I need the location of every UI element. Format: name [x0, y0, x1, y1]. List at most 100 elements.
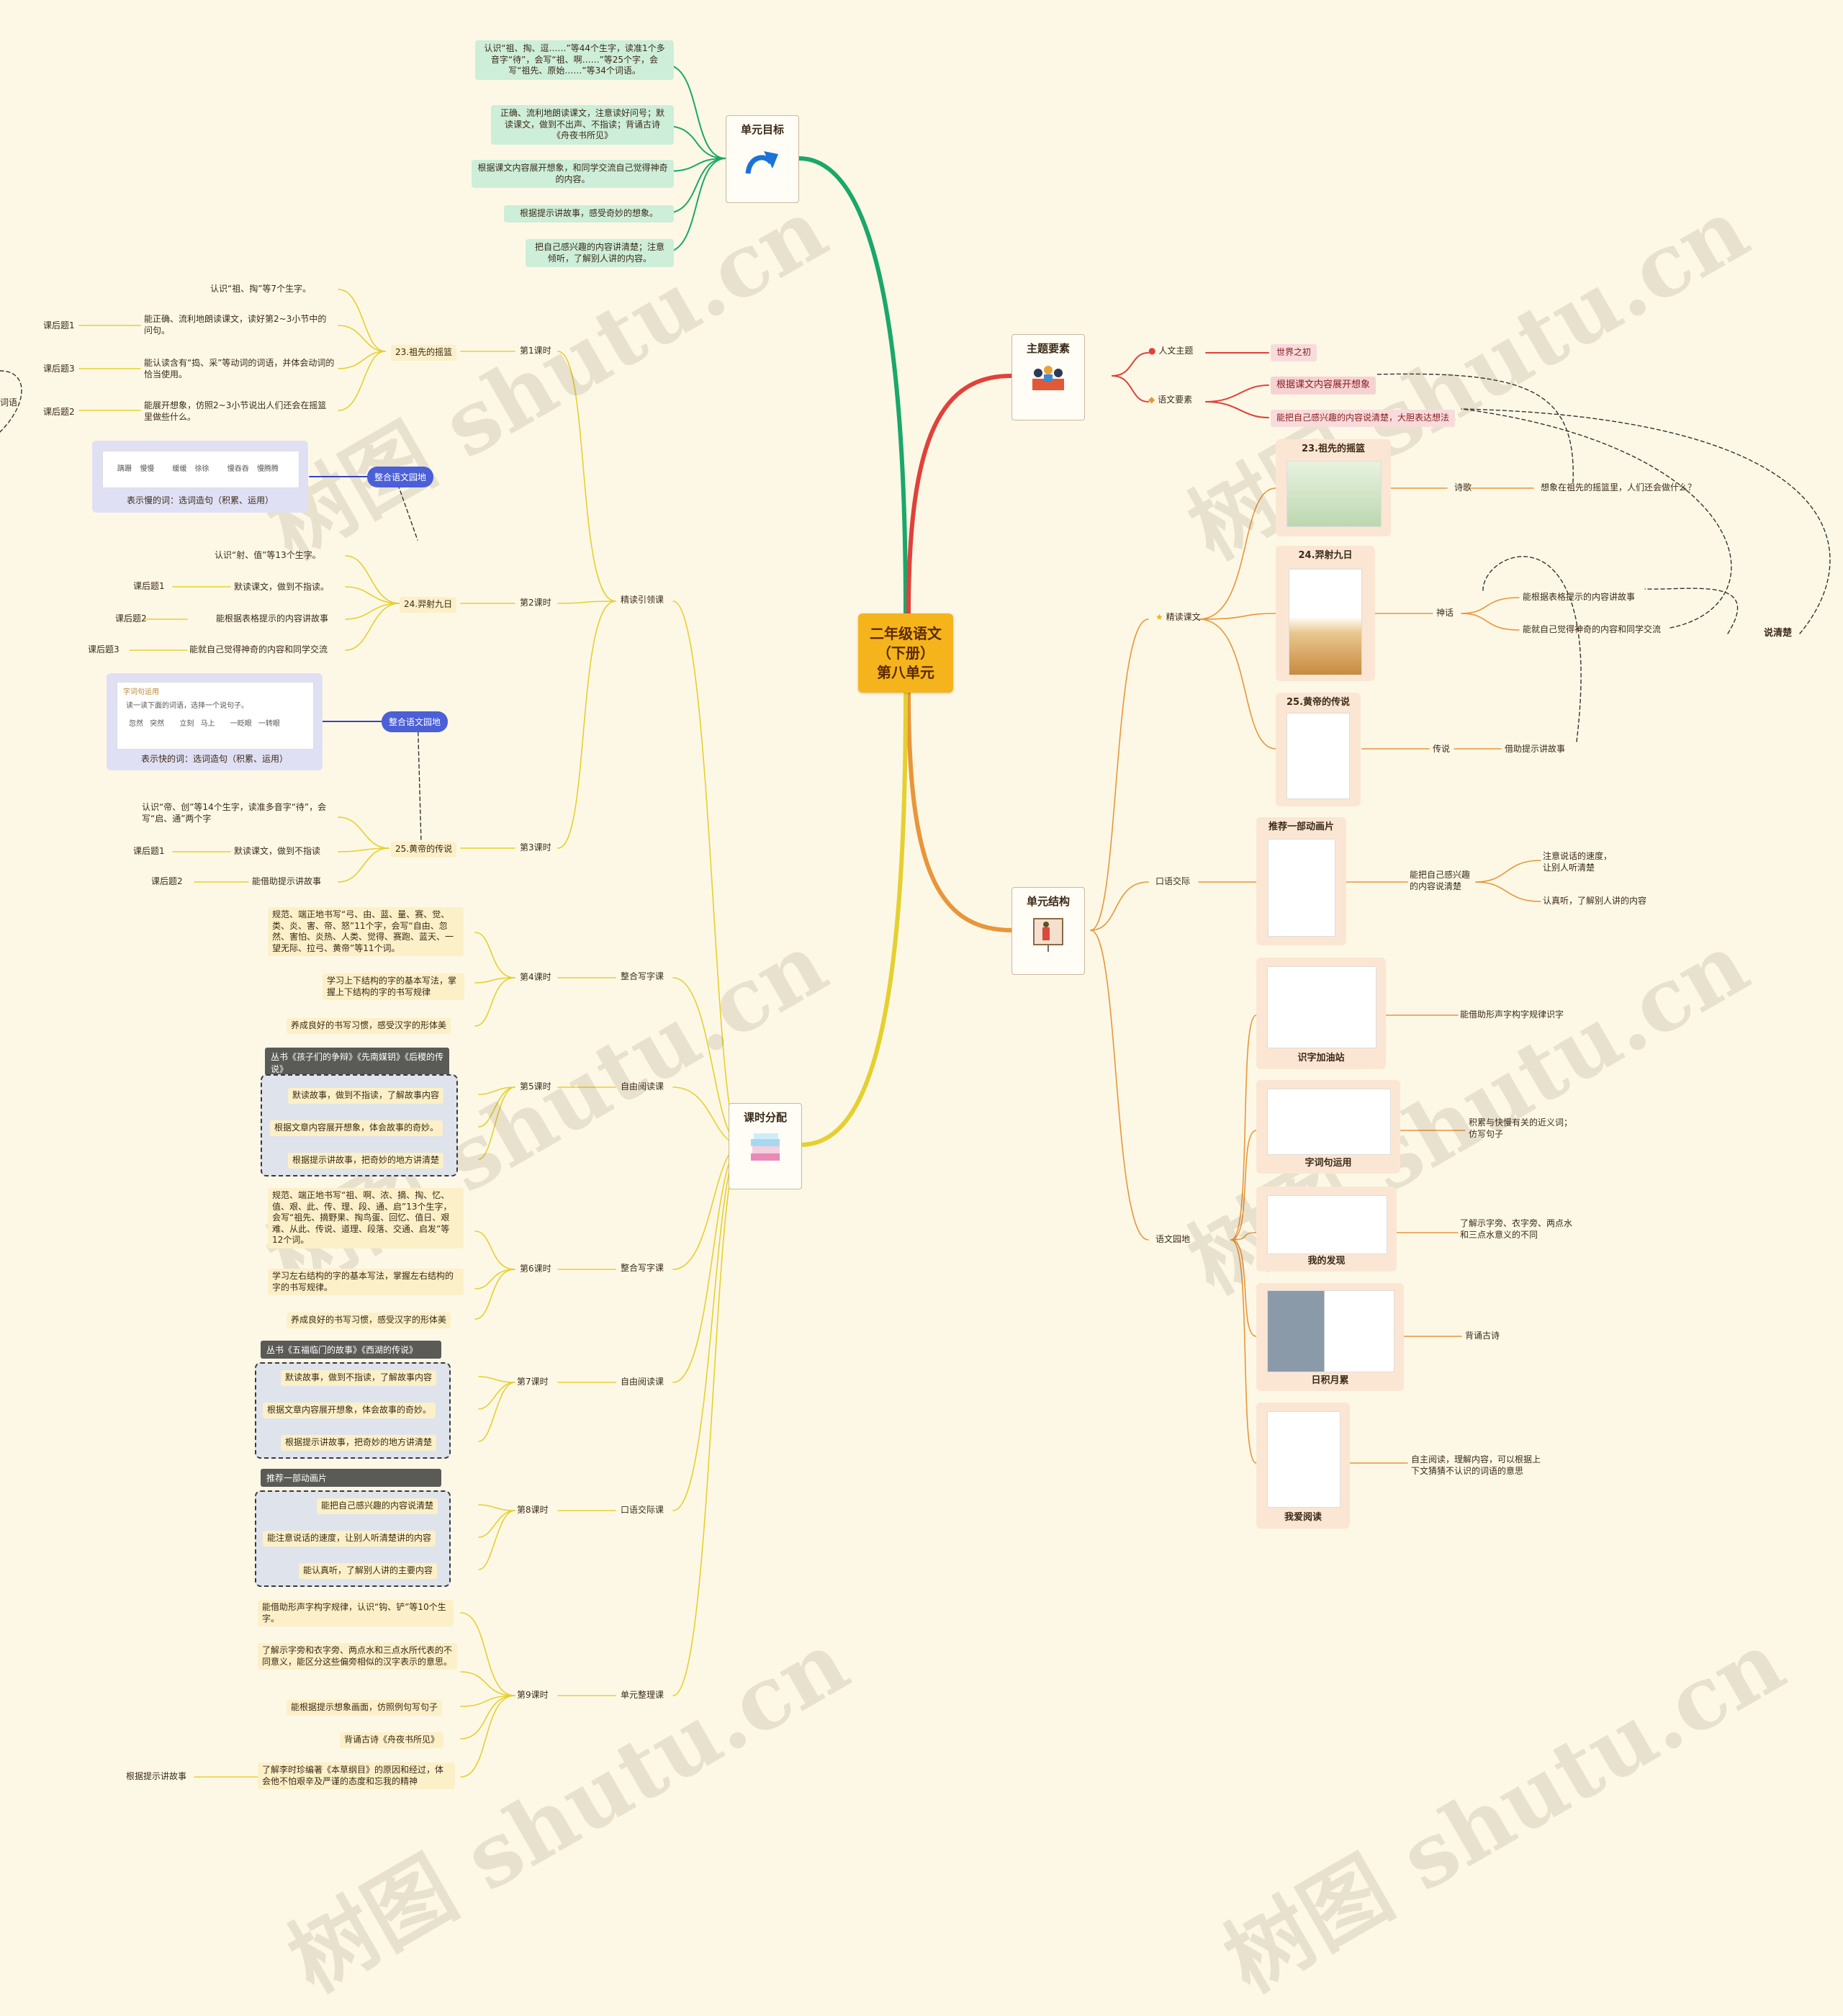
- objective-item: 认识“帝、创”等14个生字，读准多音字“待”，会写“启、通”两个字: [142, 802, 327, 824]
- garden-card[interactable]: 我的发现: [1256, 1187, 1397, 1272]
- objective-item: 能就自己觉得神奇的内容和同学交流: [189, 644, 328, 654]
- lesson-note: 借助提示讲故事: [1505, 744, 1566, 754]
- language-element-value: 能把自己感兴趣的内容说清楚，大胆表达想法: [1271, 410, 1456, 427]
- objective-item: 根据文章内容展开想象，体会故事的奇妙。: [263, 1403, 436, 1418]
- objective-item: 默读故事，做到不指读，了解故事内容: [281, 1370, 437, 1386]
- lesson-card[interactable]: 23.祖先的摇篮: [1276, 439, 1391, 536]
- objective-item: 了解示字旁和衣字旁、两点水和三点水所代表的不同意义，能区分这些偏旁相似的汉字表示…: [258, 1643, 457, 1670]
- objective-item: 根据提示讲故事，把奇妙的地方讲清楚: [288, 1153, 444, 1169]
- speak-clearly-label: 说清楚: [1764, 628, 1793, 639]
- word-card-word: 蹒跚: [117, 465, 132, 473]
- word-card-word: 马上: [200, 720, 215, 728]
- root-topic[interactable]: 二年级语文 （下册） 第八单元: [858, 613, 953, 693]
- lesson-name: 25.黄帝的传说: [391, 842, 457, 858]
- lesson-title: 23.祖先的摇篮: [1301, 444, 1366, 454]
- objective-item: 能根据提示想象画面，仿照例句写句子: [287, 1700, 443, 1716]
- lesson-title: 24.羿射九日: [1298, 550, 1353, 561]
- word-card-word: 慢腾腾: [256, 465, 279, 473]
- garden-card[interactable]: 识字加油站: [1256, 958, 1386, 1069]
- word-card-image: 蹒跚 慢慢 缓缓 徐徐 慢吞吞 慢腾腾: [102, 451, 299, 488]
- branch-unit-structure[interactable]: 单元结构: [1011, 887, 1085, 975]
- lesson-hour: 第3课时: [520, 842, 551, 852]
- language-element-value: 根据课文内容展开想象: [1271, 377, 1376, 395]
- garden-note: 自主阅读，理解内容，可以根据上下文猜猜不认识的词语的意思: [1411, 1454, 1541, 1476]
- lesson-note: 能根据表格提示的内容讲故事: [1523, 592, 1636, 602]
- branch-unit-goal[interactable]: 单元目标: [726, 115, 799, 203]
- garden-page-image: [1267, 1290, 1394, 1372]
- people-group-icon: [1032, 366, 1064, 390]
- branch-theme-elements[interactable]: 主题要素: [1011, 334, 1085, 420]
- lesson-page-image: [1287, 461, 1382, 527]
- goal-item: 根据提示讲故事，感受奇妙的想象。: [504, 205, 674, 222]
- garden-card[interactable]: 我爱阅读: [1256, 1403, 1350, 1529]
- reading-group-title: 丛书《五福临门的故事》《西湖的传说》: [261, 1341, 441, 1359]
- exercise-tag: 课后题2: [43, 407, 75, 417]
- exercise-tag: 课后题1: [43, 320, 75, 330]
- objective-item: 能借助提示讲故事: [252, 876, 322, 886]
- garden-integration-tag[interactable]: 整合语文园地: [367, 467, 434, 487]
- word-card-word: 徐徐: [194, 465, 209, 473]
- branch-label: 主题要素: [1026, 342, 1070, 355]
- language-garden-label: 语文园地: [1155, 1234, 1191, 1244]
- goal-item: 正确、流利地朗读课文，注意读好问号；默读课文，做到不出声、不指读；背诵古诗《舟夜…: [491, 105, 674, 145]
- objective-item: 能借助形声字构字规律，认识“钩、铲”等10个生字。: [258, 1600, 454, 1627]
- objective-item: 养成良好的书写习惯，感受汉字的形体美: [287, 1313, 451, 1328]
- lesson-name: 24.羿射九日: [400, 597, 457, 613]
- goal-item: 根据课文内容展开想象，和同学交流自己觉得神奇的内容。: [472, 160, 674, 189]
- objective-item: 学习上下结构的字的基本写法，掌握上下结构的字的书写规律: [323, 973, 464, 1001]
- objective-item: 认识“祖、掏”等7个生字。: [210, 284, 312, 294]
- language-element-label: ◆ 语文要素: [1148, 395, 1193, 405]
- root-title: 二年级语文 （下册） 第八单元: [870, 624, 942, 681]
- exercise-tag: 课后题1: [133, 581, 165, 591]
- word-card-word: 慢慢: [140, 465, 155, 473]
- lesson-title: 25.黄帝的传说: [1286, 697, 1351, 708]
- word-card-slow[interactable]: 蹒跚 慢慢 缓缓 徐徐 慢吞吞 慢腾腾 表示慢的词：选词造句（积累、运用）: [92, 441, 308, 513]
- oral-page-image: [1268, 839, 1335, 937]
- oral-communication-label: 口语交际: [1155, 876, 1191, 886]
- lesson-hour: 第5课时: [520, 1081, 551, 1092]
- objective-item: 根据文章内容展开想象，体会故事的奇妙。: [270, 1120, 443, 1136]
- exercise-tag: 课后题2: [115, 613, 147, 624]
- exercise-tag: 课后题3: [88, 644, 120, 654]
- objective-item: 根据提示讲故事，把奇妙的地方讲清楚: [281, 1435, 437, 1451]
- oral-card[interactable]: 推荐一部动画片: [1256, 817, 1346, 945]
- human-theme-value: 世界之初: [1271, 344, 1317, 361]
- garden-note: 能借助形声字构字规律识字: [1460, 1009, 1564, 1020]
- schedule-category: 整合写字课: [621, 971, 664, 981]
- cut-off-label: 词语: [0, 397, 18, 408]
- garden-card[interactable]: 字词句运用: [1256, 1080, 1400, 1174]
- word-card-word: 缓缓: [172, 465, 187, 473]
- lesson-card[interactable]: 25.黄帝的传说: [1276, 693, 1361, 806]
- word-card-image: 字词句运用 读一读下面的词语，选择一个说句子。 忽然 突然 立刻 马上 一眨眼 …: [117, 682, 314, 750]
- lesson-card[interactable]: 24.羿射九日: [1276, 546, 1375, 681]
- word-card-caption: 表示慢的词：选词造句（积累、运用）: [126, 495, 274, 505]
- objective-item: 能把自己感兴趣的内容说清楚: [317, 1498, 438, 1514]
- curved-arrow-icon: [745, 151, 778, 174]
- gear-icon: ◆: [1148, 395, 1155, 405]
- objective-item: 规范、端正地书写“弓、由、蓝、量、赛、觉、类、炎、害、帝、怒”11个字，会写“自…: [268, 907, 464, 957]
- garden-note: 背诵古诗: [1465, 1331, 1500, 1341]
- objective-item: 学习左右结构的字的基本写法，掌握左右结构的字的书写规律。: [268, 1269, 464, 1296]
- word-card-fast[interactable]: 字词句运用 读一读下面的词语，选择一个说句子。 忽然 突然 立刻 马上 一眨眼 …: [107, 673, 323, 770]
- garden-card-title: 我的发现: [1307, 1256, 1346, 1266]
- word-card-prompt: 读一读下面的词语，选择一个说句子。: [126, 702, 248, 710]
- objective-item: 规范、端正地书写“祖、啊、浓、摘、掏、忆、值、艰、此、传、理、段、通、启”13个…: [268, 1188, 464, 1248]
- oral-note: 认真听，了解别人讲的内容: [1543, 896, 1647, 906]
- objective-item: 认识“射、值”等13个生字。: [215, 550, 321, 560]
- schedule-category: 自由阅读课: [621, 1081, 664, 1092]
- reading-group-title: 丛书《孩子们的争辩》《先南媒钥》《后稷的传说》: [265, 1048, 449, 1078]
- schedule-category: 单元整理课: [621, 1690, 664, 1700]
- lesson-hour: 第8课时: [517, 1505, 549, 1515]
- garden-card[interactable]: 日积月累: [1256, 1283, 1404, 1391]
- garden-integration-tag[interactable]: 整合语文园地: [382, 711, 449, 732]
- oral-note: 注意说话的速度，让别人听清楚: [1543, 851, 1613, 873]
- branch-lesson-schedule[interactable]: 课时分配: [729, 1103, 802, 1189]
- word-card-word: 慢吞吞: [227, 465, 249, 473]
- schedule-category: 整合写字课: [621, 1263, 664, 1273]
- word-card-word: 立刻: [179, 720, 194, 728]
- exercise-tag: 根据提示讲故事: [126, 1771, 187, 1781]
- lesson-hour: 第4课时: [520, 972, 551, 982]
- branch-label: 单元目标: [740, 123, 784, 136]
- objective-item: 背诵古诗《舟夜书所见》: [340, 1732, 444, 1748]
- lesson-hour: 第9课时: [517, 1690, 549, 1700]
